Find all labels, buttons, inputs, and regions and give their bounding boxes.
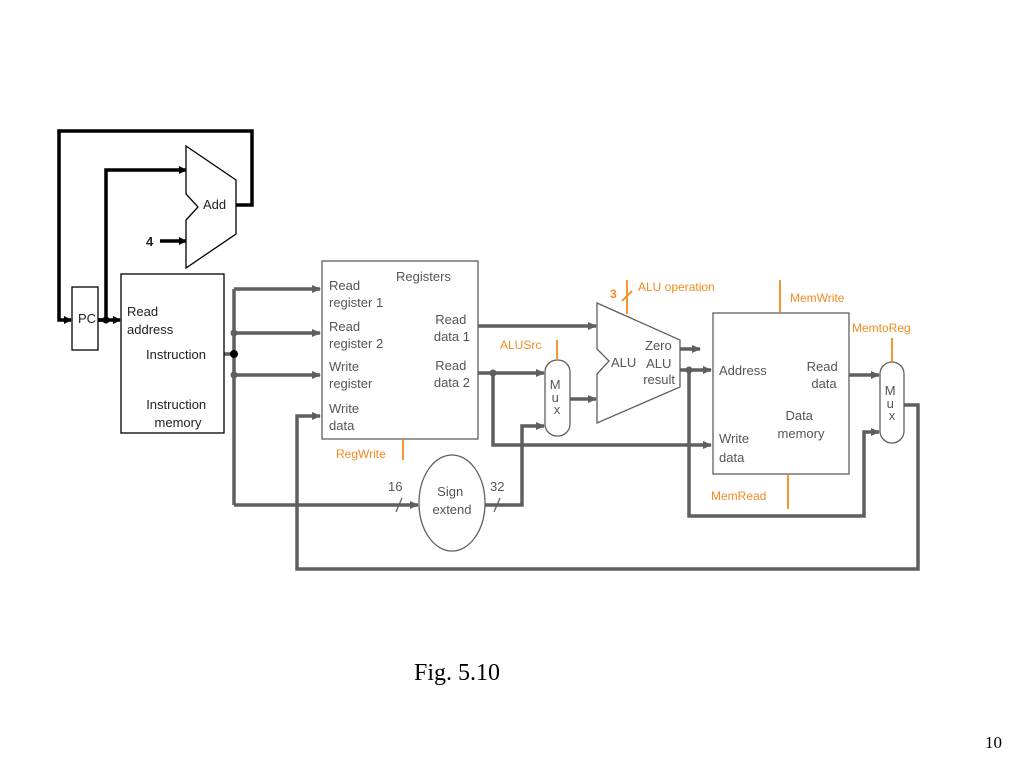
writeback-wire <box>295 403 920 571</box>
dmem-title: Data memory <box>778 408 825 441</box>
memtoreg-label: MemtoReg <box>852 321 911 335</box>
alusrc-label: ALUSrc <box>500 338 541 352</box>
adder-label: Add <box>203 197 226 212</box>
page-number: 10 <box>985 733 1002 752</box>
junction-dot <box>685 366 693 374</box>
memwrite-label: MemWrite <box>790 291 845 305</box>
sign-extend-label: Sign extend <box>432 484 471 517</box>
alu-operation-label: ALU operation <box>638 280 715 294</box>
gray-junctions <box>230 329 693 379</box>
junction-dot <box>489 369 497 377</box>
register-file-block <box>321 260 479 440</box>
bit-width-tick <box>395 497 403 513</box>
adder-to-pc-wire <box>57 129 254 324</box>
dmem-read-data-label: Read data <box>807 359 842 391</box>
adder-constant: 4 <box>146 234 154 249</box>
instruction-junction-dot <box>230 350 238 358</box>
memread-label: MemRead <box>711 489 766 503</box>
imem-read-address: Read address <box>127 304 174 337</box>
alu-block <box>596 301 681 424</box>
wb-mux-label: M u x <box>885 383 899 423</box>
in-bits-label: 16 <box>388 479 402 494</box>
alu-operation-bus-tick <box>621 290 633 302</box>
figure-caption: Fig. 5.10 <box>414 660 501 686</box>
dmem-address-label: Address <box>719 363 767 378</box>
signext-to-mux-wire <box>484 422 545 507</box>
bit-width-tick <box>493 497 501 513</box>
alu-mux-label: M u x <box>550 377 564 417</box>
write-data-label: Write data <box>329 401 363 433</box>
sign-extend-block <box>418 454 486 552</box>
dmem-write-data-label: Write data <box>719 431 753 465</box>
adder-block <box>185 144 237 270</box>
junction-dot <box>230 329 238 337</box>
pc-label: PC <box>78 311 96 326</box>
instruction-memory-block <box>120 273 225 434</box>
read-register-2-label: Read register 2 <box>329 319 383 351</box>
read-register-1-label: Read register 1 <box>329 278 383 310</box>
pc-register <box>71 286 99 351</box>
control-signals <box>402 280 893 509</box>
imem-title: Instruction memory <box>146 397 210 430</box>
write-register-label: Write register <box>329 359 373 391</box>
data-memory-block <box>712 312 850 475</box>
out-bits-label: 32 <box>490 479 504 494</box>
control-labels: RegWrite ALUSrc 3 ALU operation MemWrite… <box>336 280 911 503</box>
regwrite-label: RegWrite <box>336 447 386 461</box>
read-data-2-label: Read data 2 <box>434 358 470 390</box>
pc-junction-dot <box>102 316 110 324</box>
junction-dot <box>230 371 238 379</box>
registers-title: Registers <box>396 269 451 284</box>
gray-wires <box>224 285 920 571</box>
imem-instruction-label: Instruction <box>146 347 206 362</box>
alu-zero-label: Zero <box>645 338 672 353</box>
alu-result-label: ALU result <box>643 356 675 387</box>
alu-label: ALU <box>611 355 636 370</box>
read-data2-to-dmem-wire <box>491 373 712 449</box>
alu-op-bits-label: 3 <box>610 287 617 301</box>
alu-bypass-wire <box>687 370 880 518</box>
read-data-1-label: Read data 1 <box>434 312 470 344</box>
